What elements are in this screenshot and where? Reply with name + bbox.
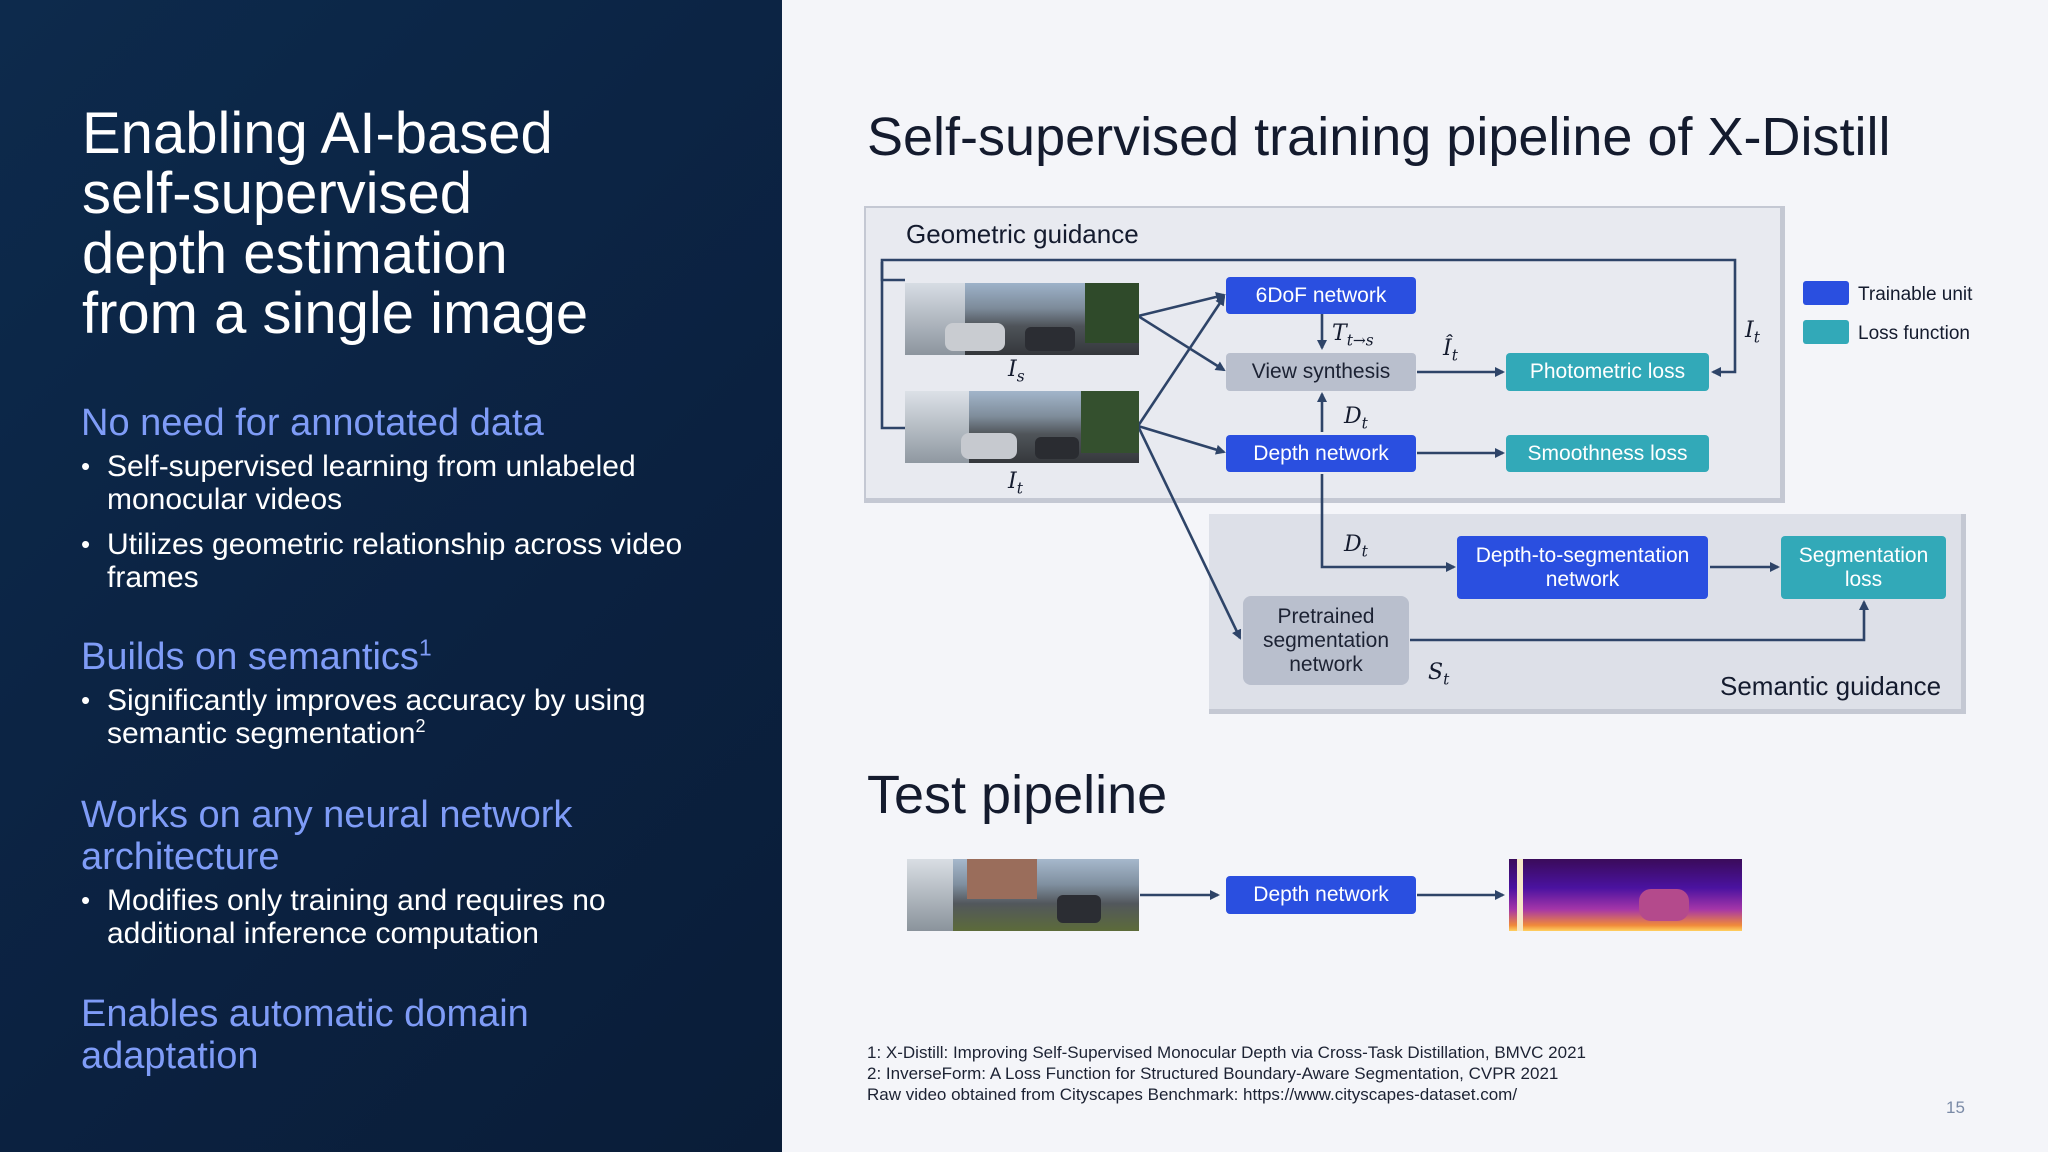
footnotes: 1: X-Distill: Improving Self-Supervised …: [867, 1042, 1586, 1105]
math-base: I: [1008, 469, 1017, 494]
section-title: No need for annotated data: [81, 402, 544, 444]
math-base: I: [1008, 357, 1017, 382]
math-base: I: [1745, 318, 1754, 343]
it-right-label: It: [1745, 318, 1760, 346]
bullet-list: Modifies only training and requires no a…: [81, 884, 721, 950]
segmentation-loss-box: Segmentation loss: [1781, 536, 1946, 599]
photometric-loss-box: Photometric loss: [1506, 353, 1709, 391]
legend-loss-label: Loss function: [1858, 323, 1970, 344]
legend-loss-swatch: [1803, 320, 1849, 344]
building-shape: [967, 859, 1037, 899]
math-base: T: [1332, 321, 1347, 346]
source-frame-image: [905, 283, 1139, 355]
car-shape: [945, 323, 1005, 351]
diagram-title: Self-supervised training pipeline of X-D…: [867, 107, 1891, 167]
footnote: 2: InverseForm: A Loss Function for Stru…: [867, 1064, 1559, 1083]
car-shape: [961, 433, 1017, 459]
math-base: D: [1344, 532, 1362, 557]
tree-shape: [1081, 391, 1139, 453]
section-title: Builds on semantics1: [81, 636, 721, 678]
headline-line: depth estimation: [82, 221, 508, 286]
smoothness-loss-box: Smoothness loss: [1506, 435, 1709, 472]
6dof-network-box: 6DoF network: [1226, 277, 1416, 314]
bullet-list: Significantly improves accuracy by using…: [81, 684, 721, 750]
math-sub: t: [1016, 479, 1023, 498]
pretrained-segmentation-box: Pretrained segmentation network: [1243, 596, 1409, 685]
depth-to-segmentation-box: Depth-to-segmentation network: [1457, 536, 1708, 599]
test-depth-output-image: [1509, 859, 1742, 931]
section-title-text: Builds on semantics: [81, 636, 419, 678]
pole-shape: [1517, 859, 1523, 931]
semantic-guidance-label: Semantic guidance: [1720, 671, 1942, 701]
connectors: [880, 258, 1869, 900]
footnote: 1: X-Distill: Improving Self-Supervised …: [867, 1043, 1586, 1062]
it-to-depth-arrow: [1137, 424, 1226, 455]
test-pipeline-title: Test pipeline: [867, 765, 1168, 825]
headline-line: Enabling AI-based: [82, 101, 553, 166]
headline-line: from a single image: [82, 281, 589, 346]
math-sub: t: [1753, 328, 1760, 347]
it-to-photometric-arrow: [880, 258, 1737, 377]
it-to-pretrained-arrow: [1136, 425, 1242, 640]
bullet-item: Utilizes geometric relationship across v…: [81, 528, 721, 594]
math-sub: t: [1443, 670, 1450, 689]
dt-low-label: Dt: [1344, 532, 1368, 560]
is-label: Is: [1008, 357, 1025, 385]
math-sub: t: [1361, 542, 1368, 561]
view-synthesis-box: View synthesis: [1226, 353, 1416, 391]
it-loop-line: [880, 262, 905, 430]
section-annotated: No need for annotated data Self-supervis…: [81, 402, 721, 594]
car-shape: [1025, 327, 1075, 351]
target-frame-image: [905, 391, 1139, 463]
car-shape: [1057, 895, 1101, 923]
legend-trainable-swatch: [1803, 281, 1849, 305]
math-base: D: [1344, 404, 1362, 429]
math-base: Î: [1443, 336, 1452, 361]
section-title: Enables automatic domain adaptation: [81, 993, 529, 1077]
car-shape: [1035, 437, 1079, 459]
ihat-label: Ît: [1443, 336, 1458, 364]
bullet-list: Self-supervised learning from unlabeled …: [81, 450, 721, 594]
building-shape: [905, 391, 969, 463]
tree-shape: [1085, 283, 1139, 343]
section-title: Works on any neural network architecture: [81, 794, 573, 878]
legend-trainable-label: Trainable unit: [1858, 284, 1973, 305]
math-sub: s: [1016, 367, 1025, 386]
transform-label: Tt→s: [1332, 321, 1374, 349]
headline-line: self-supervised: [82, 161, 473, 226]
car-shape: [1639, 889, 1689, 921]
math-sub: t: [1361, 414, 1368, 433]
test-input-image: [907, 859, 1139, 931]
bullet-item: Significantly improves accuracy by using…: [81, 684, 721, 750]
is-to-view-arrow: [1137, 314, 1226, 372]
test-depth-network-box: Depth network: [1226, 876, 1416, 914]
it-image-label: It: [1008, 469, 1023, 497]
is-to-6dof-arrow: [1137, 292, 1226, 318]
geometric-guidance-label: Geometric guidance: [906, 219, 1139, 249]
math-sub: t→s: [1346, 331, 1374, 350]
section-semantics: Builds on semantics1 Significantly impro…: [81, 636, 721, 750]
st-label: St: [1428, 660, 1449, 688]
it-to-6dof-arrow: [1136, 295, 1226, 427]
depth-to-d2s-arrow: [1320, 474, 1456, 572]
bullet-item: Self-supervised learning from unlabeled …: [81, 450, 721, 516]
bullet-text: Significantly improves accuracy by using…: [107, 684, 646, 750]
page-number: 15: [1946, 1098, 1965, 1117]
bullet-item: Modifies only training and requires no a…: [81, 884, 721, 950]
depth-network-box: Depth network: [1226, 435, 1416, 472]
dt-top-label: Dt: [1344, 404, 1368, 432]
building-shape: [907, 859, 953, 931]
section-architecture: Works on any neural network architecture…: [81, 794, 721, 950]
footnote: Raw video obtained from Cityscapes Bench…: [867, 1085, 1518, 1104]
footnote-ref: 1: [418, 634, 432, 661]
headline: Enabling AI-based self-supervised depth …: [82, 104, 722, 344]
math-base: S: [1428, 660, 1444, 685]
left-panel: Enabling AI-based self-supervised depth …: [0, 0, 782, 1152]
footnote-ref: 2: [415, 716, 426, 736]
pretrained-to-segloss-arrow: [1410, 600, 1869, 642]
section-domain: Enables automatic domain adaptation: [81, 993, 541, 1077]
math-sub: t: [1451, 346, 1458, 365]
